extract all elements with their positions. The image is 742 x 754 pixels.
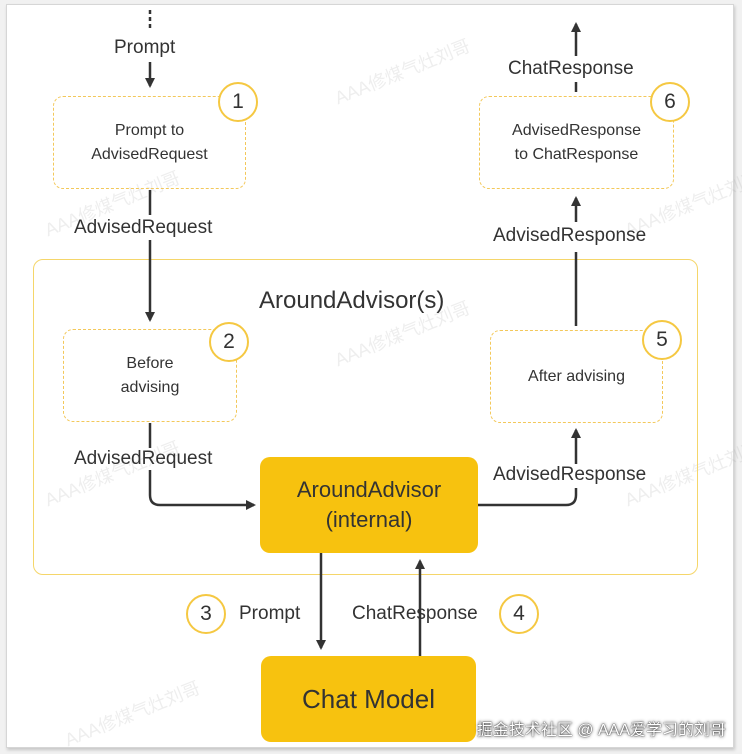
label-advised-request-top: AdvisedRequest	[74, 217, 213, 238]
step-2-line2: advising	[120, 378, 180, 396]
step-2-line1: Before	[126, 354, 174, 372]
around-advisor-internal-box: AroundAdvisor (internal)	[260, 457, 478, 553]
step-6-line1: AdvisedResponse	[512, 121, 641, 139]
label-advised-response-top: AdvisedResponse	[493, 225, 647, 246]
step-2-box	[63, 329, 237, 422]
step-2-text: Before advising	[63, 329, 237, 422]
step-1-text: Prompt to AdvisedRequest	[53, 96, 246, 189]
step-2-badge: 2	[209, 322, 249, 362]
chat-model-label: Chat Model	[302, 683, 435, 714]
label-prompt-to-model: Prompt	[239, 603, 301, 624]
label-chat-response-from-model: ChatResponse	[352, 603, 478, 624]
step-1-box	[53, 96, 246, 189]
footer-watermark: 掘金技术社区 @ AAA爱学习的刘哥	[476, 722, 726, 739]
step-5-line1: After advising	[528, 367, 625, 385]
around-advisor-line1: AroundAdvisor	[296, 477, 442, 502]
step-6-badge: 6	[650, 82, 690, 122]
label-prompt-in: Prompt	[114, 37, 176, 58]
around-advisors-container	[33, 259, 698, 575]
step-5-box	[490, 330, 663, 423]
step-1-line2: AdvisedRequest	[91, 145, 208, 163]
to-around-advisor-arrow	[148, 470, 256, 510]
from-around-advisor-line	[478, 488, 578, 507]
step-6-box	[479, 96, 674, 189]
label-advised-request-mid: AdvisedRequest	[74, 448, 213, 469]
step-5-text: After advising	[490, 330, 663, 423]
diagram-card	[6, 4, 734, 748]
around-advisor-line2: (internal)	[325, 507, 413, 532]
step-5-badge: 5	[642, 320, 682, 360]
label-advised-response-mid: AdvisedResponse	[493, 464, 647, 485]
step-6-line2: to ChatResponse	[514, 145, 639, 163]
step-3-badge: 3	[186, 594, 226, 634]
step-4-badge: 4	[499, 594, 539, 634]
container-title: AroundAdvisor(s)	[259, 287, 445, 314]
label-chat-response-out: ChatResponse	[508, 58, 634, 79]
chat-model-box: Chat Model	[261, 656, 476, 742]
step-1-line1: Prompt to	[114, 121, 185, 139]
step-1-badge: 1	[218, 82, 258, 122]
step-6-text: AdvisedResponse to ChatResponse	[479, 96, 674, 189]
